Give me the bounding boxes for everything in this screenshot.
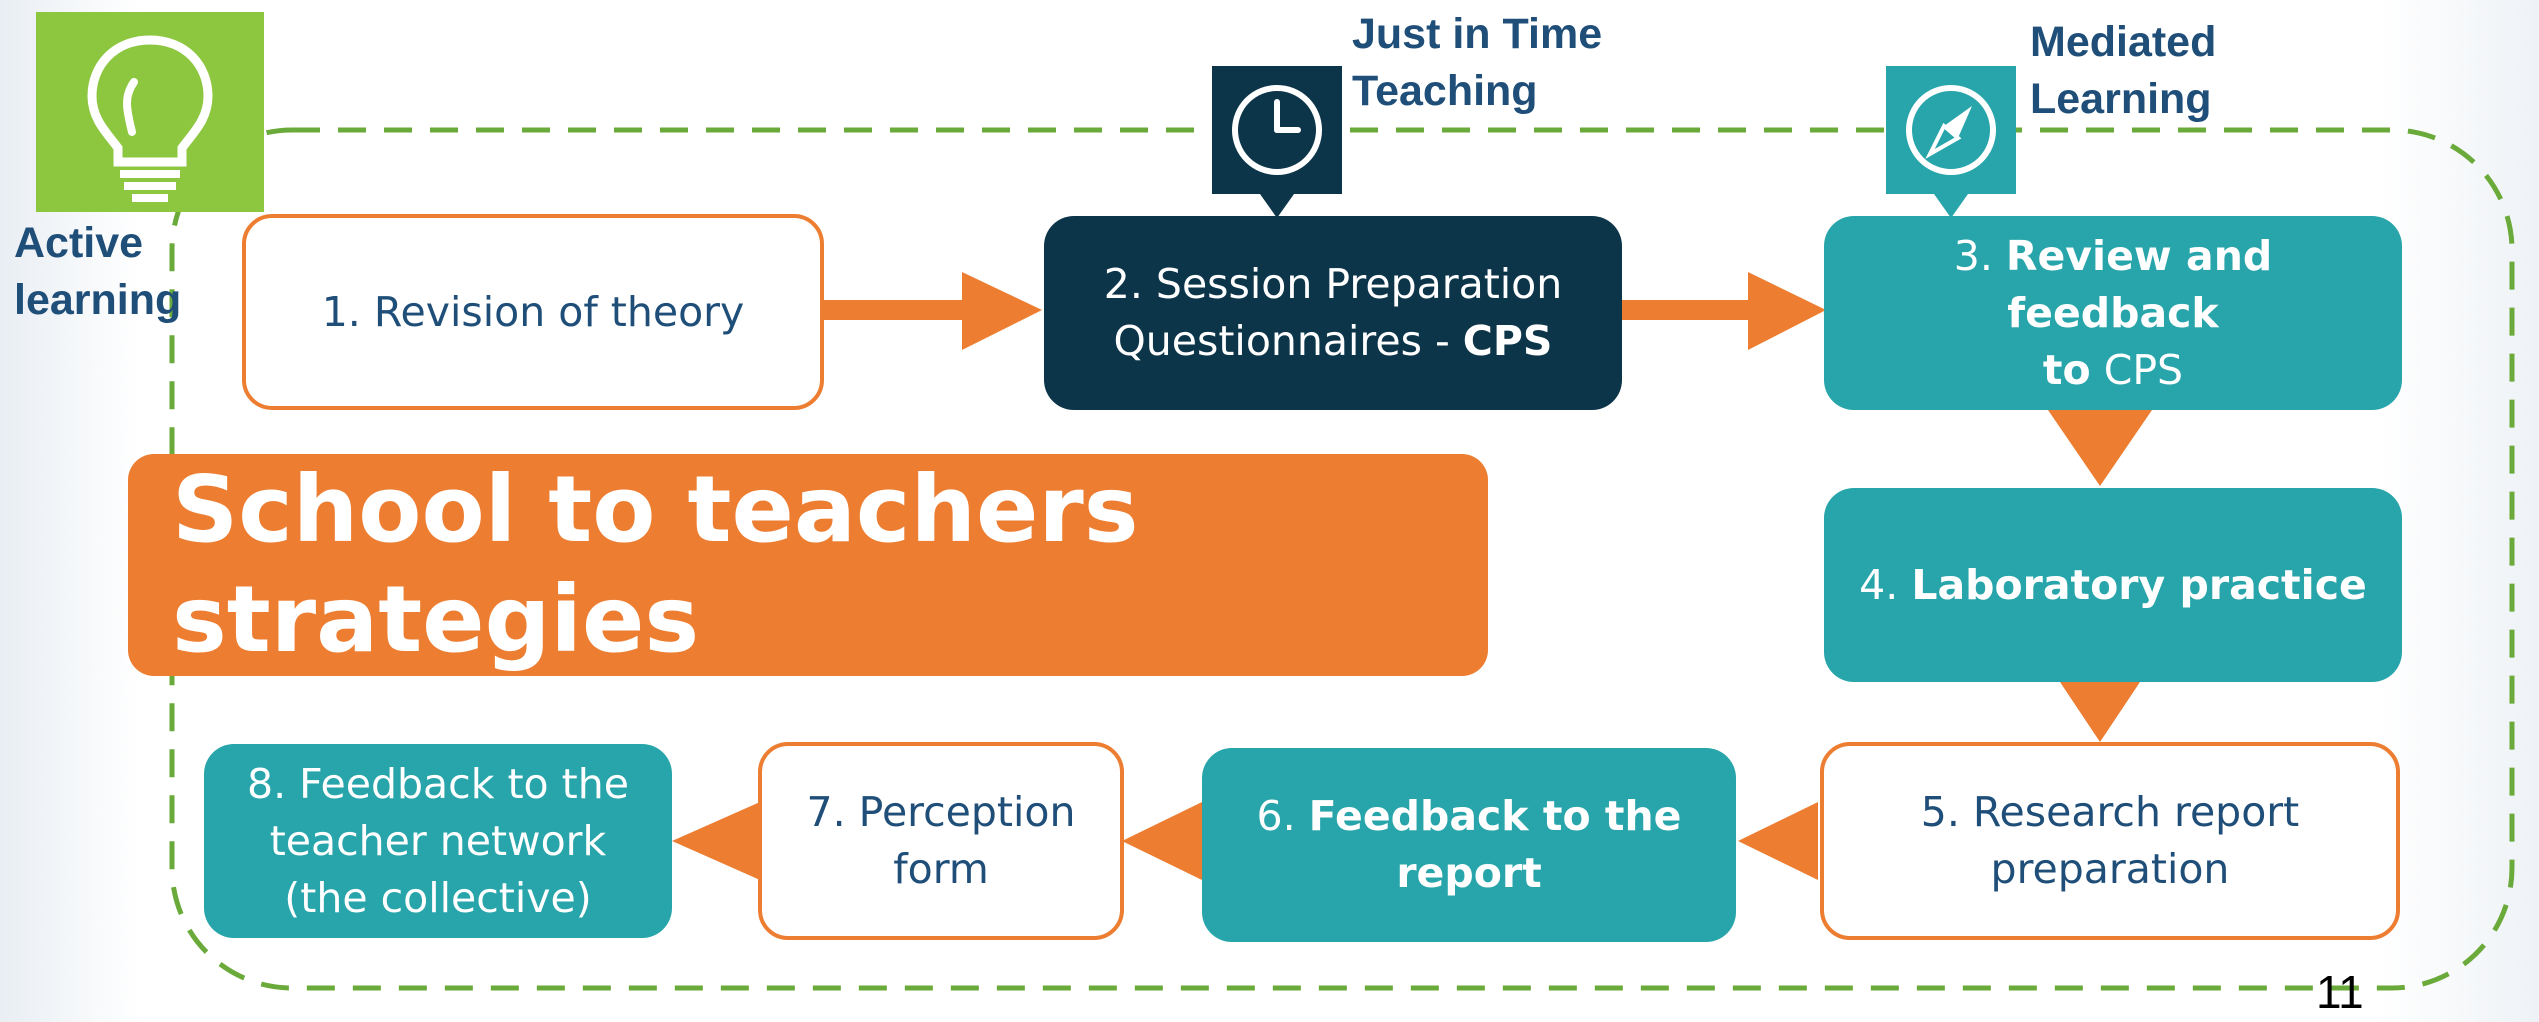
step-6-feedback-to-report: 6. Feedback to the report xyxy=(1202,748,1736,942)
arrow-2-to-3 xyxy=(1620,272,1826,350)
step-4-laboratory-practice: 4. Laboratory practice xyxy=(1824,488,2402,682)
arrow-6-to-7 xyxy=(1122,802,1202,880)
flow-arrows xyxy=(672,272,2152,880)
lightbulb-icon xyxy=(36,12,264,212)
compass-icon xyxy=(1886,66,2016,220)
dashed-region-outline xyxy=(169,127,2515,991)
arrow-7-to-8 xyxy=(672,802,760,880)
jitt-label: Just in Time Teaching xyxy=(1352,10,1603,115)
active-learning-label: Active learning xyxy=(14,219,182,324)
arrow-3-to-4 xyxy=(2048,410,2152,486)
clock-icon xyxy=(1212,66,1342,220)
step-7-perception-form: 7. Perception form xyxy=(758,742,1124,940)
arrow-1-to-2 xyxy=(822,272,1042,350)
arrow-5-to-6 xyxy=(1738,802,1818,880)
step-1-revision-of-theory: 1. Revision of theory xyxy=(242,214,824,410)
mediated-learning-label: Mediated Learning xyxy=(2030,18,2217,123)
step-5-research-report: 5. Research report preparation xyxy=(1820,742,2400,940)
step-2-session-preparation: 2. Session Preparation Questionnaires - … xyxy=(1044,216,1622,410)
arrow-4-to-5 xyxy=(2048,664,2152,742)
page-title: School to teachers strategies xyxy=(172,456,1139,673)
page-number: 11 xyxy=(2316,966,2364,1018)
step-8-feedback-teacher-network: 8. Feedback to the teacher network (the … xyxy=(204,744,672,938)
step-3-review-and-feedback: 3. Review and feedback to CPS xyxy=(1824,216,2402,410)
title-banner: School to teachers strategies xyxy=(128,454,1488,676)
